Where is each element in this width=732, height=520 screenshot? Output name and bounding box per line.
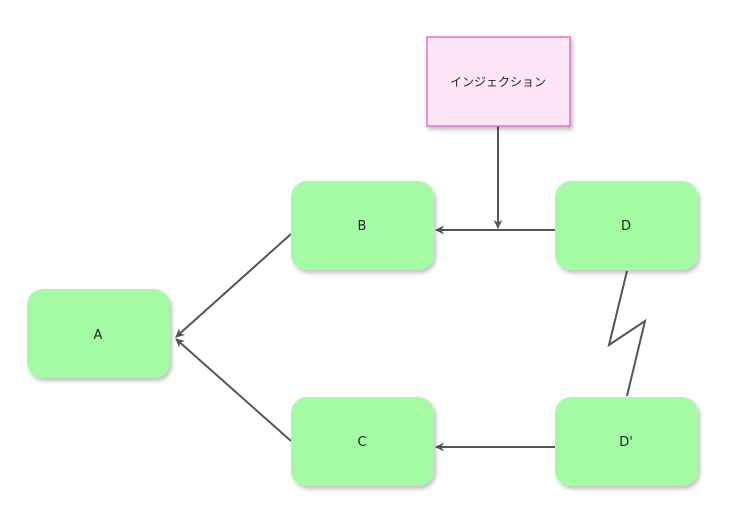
node-d-label: D xyxy=(621,219,631,234)
node-d-prime-label: D' xyxy=(619,435,633,450)
edge-b-to-a[interactable] xyxy=(175,233,292,338)
node-c[interactable]: C xyxy=(291,397,434,486)
node-a-label: A xyxy=(94,328,103,343)
node-injection[interactable]: インジェクション xyxy=(426,36,571,127)
node-injection-label: インジェクション xyxy=(450,75,546,89)
node-c-label: C xyxy=(357,435,366,450)
node-d-prime[interactable]: D' xyxy=(555,397,698,486)
node-b[interactable]: B xyxy=(291,181,434,270)
node-d[interactable]: D xyxy=(555,181,698,270)
edges xyxy=(175,126,647,452)
edge-c-to-a[interactable] xyxy=(175,338,292,442)
node-b-label: B xyxy=(358,219,367,234)
node-a[interactable]: A xyxy=(27,289,170,378)
edge-d-d-prime-link[interactable] xyxy=(607,270,647,397)
